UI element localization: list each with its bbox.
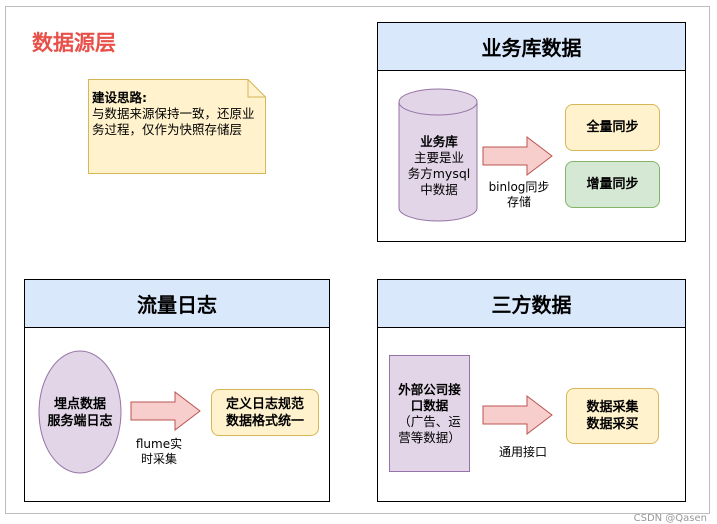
business-arrow: [482, 136, 553, 176]
data-collection-line-2: 数据采买: [586, 417, 639, 432]
note-text: 建设思路: 与数据来源保持一致，还原业务过程，仅作为快照存储层: [92, 90, 264, 138]
third-party-source-sub-1: （广告、运: [398, 413, 461, 429]
traffic-arrow-label-line-2: 时采集: [140, 452, 177, 466]
business-db-line-3: 务方mysql: [407, 166, 471, 181]
note-heading: 建设思路:: [92, 90, 147, 105]
business-arrow-label-line-1: binlog同步: [488, 180, 550, 194]
note-shape: [88, 79, 266, 174]
watermark: CSDN @Qasen: [633, 513, 707, 524]
panel-traffic-title: 流量日志: [25, 280, 329, 328]
business-arrow-label-line-2: 存储: [506, 195, 531, 209]
data-collection-line-1: 数据采集: [586, 400, 639, 415]
log-standard-line-2: 数据格式统一: [225, 413, 304, 429]
design-note: 建设思路: 与数据来源保持一致，还原业务过程，仅作为快照存储层: [88, 79, 266, 174]
page-title: 数据源层: [32, 31, 116, 55]
third-party-source-line-1: 外部公司接: [398, 381, 461, 397]
diagram-frame: [5, 6, 710, 514]
traffic-source-line-2: 服务端日志: [47, 414, 113, 429]
third-party-source-sub-2: 营等数据）: [398, 429, 461, 445]
traffic-source-ellipse: [38, 350, 122, 474]
panel-third-party-title: 三方数据: [378, 280, 685, 328]
full-sync-box: 全量同步: [565, 104, 660, 151]
business-db-line-2: 主要是业: [413, 150, 464, 165]
note-body: 与数据来源保持一致，还原业务过程，仅作为快照存储层: [92, 106, 255, 137]
traffic-source-line-1: 埋点数据: [53, 397, 106, 412]
log-standard-box: 定义日志规范 数据格式统一: [211, 389, 319, 436]
log-standard-line-1: 定义日志规范: [225, 396, 304, 412]
third-party-source-box: 外部公司接 口数据 （广告、运 营等数据）: [389, 355, 470, 472]
business-db-line-1: 业务库: [420, 134, 458, 149]
business-db-line-4: 中数据: [420, 182, 458, 197]
third-party-arrow-label: 通用接口: [498, 445, 547, 459]
third-party-arrow: [482, 395, 553, 435]
traffic-source-label: 埋点数据 服务端日志: [38, 396, 122, 430]
business-db-label: 业务库 主要是业 务方mysql 中数据: [398, 134, 480, 198]
panel-business-title: 业务库数据: [378, 23, 685, 71]
third-party-source-line-2: 口数据: [410, 397, 449, 413]
traffic-arrow: [130, 391, 201, 431]
business-arrow-label: binlog同步 存储: [480, 180, 558, 210]
traffic-arrow-label-line-1: flume实: [135, 437, 183, 451]
data-collection-box: 数据采集 数据采买: [566, 388, 659, 444]
traffic-arrow-label: flume实 时采集: [127, 437, 191, 467]
incremental-sync-box: 增量同步: [565, 161, 660, 208]
business-db-cylinder: [398, 88, 478, 222]
